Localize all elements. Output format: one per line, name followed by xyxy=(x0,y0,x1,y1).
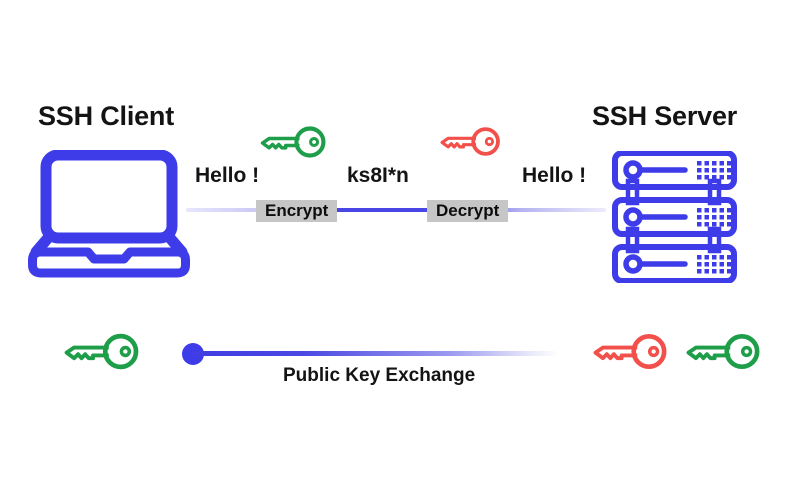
public-key-exchange-label: Public Key Exchange xyxy=(283,365,476,386)
encrypt-label: Encrypt xyxy=(256,200,338,222)
laptop-icon xyxy=(28,150,190,278)
ciphertext-message: ks8I*n xyxy=(347,164,409,187)
green-key-icon xyxy=(685,331,763,372)
decrypt-label: Decrypt xyxy=(427,200,509,222)
plaintext-message-client: Hello ! xyxy=(195,164,260,187)
server-rack-icon xyxy=(612,151,737,283)
session-connection-line xyxy=(186,208,606,212)
green-key-icon xyxy=(63,331,142,372)
public-key-exchange-line xyxy=(193,351,557,356)
red-key-icon xyxy=(592,331,670,372)
ssh-client-title: SSH Client xyxy=(38,101,175,131)
red-key-icon xyxy=(439,125,503,158)
ssh-server-title: SSH Server xyxy=(592,101,738,131)
server-unit xyxy=(612,244,737,283)
server-unit xyxy=(612,151,737,190)
server-unit xyxy=(612,197,737,237)
green-key-icon xyxy=(259,124,329,160)
plaintext-message-server: Hello ! xyxy=(522,164,587,187)
